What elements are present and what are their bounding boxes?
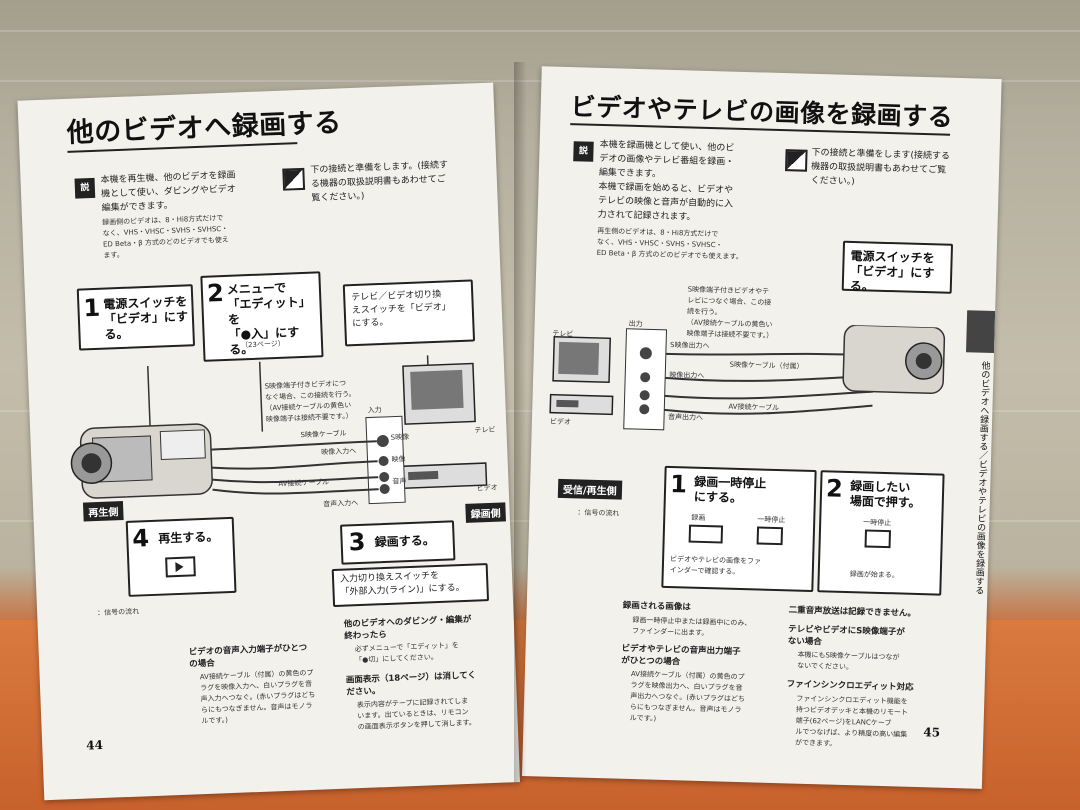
input-switch-callout: 入力切り換えスイッチを「外部入力(ライン)」にする。: [331, 563, 490, 608]
s-video-cable: [210, 440, 377, 451]
note-4-title: テレビやビデオにS映像端子がない場合: [787, 624, 905, 648]
note-5-body: ファインシンクロエディット機能を持つビデオデッキと本機のリモート端子(62ページ…: [794, 694, 909, 748]
note-3-title: 二重音声放送は記録できません。: [788, 605, 917, 619]
step2-leader: [258, 361, 264, 432]
page-number-left: 44: [86, 737, 104, 753]
connection-diagram: [549, 324, 946, 431]
step-2-box: 2 録画したい場面で押す。 一時停止 録画が始まる。: [817, 470, 945, 596]
note-3-title: 画面表示（18ページ）は消してください。: [345, 670, 477, 698]
audio-jack-l: [379, 471, 390, 482]
step-3-box: 3 録画する。: [339, 520, 456, 565]
left-page: 他のビデオへ録画する 説 本機を再生機、他のビデオを録画機として使い、ダビングや…: [17, 82, 521, 801]
video-in-label: 映像入力へ: [321, 447, 357, 457]
note-2-title: ビデオやテレビの音声出力端子がひとつの場合: [621, 643, 741, 668]
step-4-box: 4 再生する。: [125, 516, 237, 597]
tv-illustration: [402, 362, 476, 425]
section-tab: [966, 310, 996, 354]
audio-out-label: 音声出力へ: [667, 412, 704, 422]
s-cable-note: S映像端子付きビデオやテレビにつなぐ場合、この接続を行う。（AV接続ケーブルの黄…: [686, 285, 774, 340]
video-out-label: 映像出力へ: [669, 370, 705, 380]
av-cable-label: AV接続ケーブル: [278, 478, 330, 489]
note-1-title: 録画される画像は: [622, 600, 691, 613]
av-cable-label: AV接続ケーブル: [728, 402, 780, 413]
intro-small-text: 録画側のビデオは、8・Hi8方式だけでなく、VHS・VHSC・SVHS・SVHS…: [102, 213, 229, 260]
video-jack: [378, 456, 389, 467]
note-1-body: 録画一時停止中または録画中にのみ、ファインダーに出ます。: [631, 616, 752, 638]
s-video-label: S映像: [390, 433, 410, 442]
signal-legend: ：信号の流れ: [577, 508, 620, 518]
tv-label: テレビ: [474, 425, 496, 435]
play-button-icon: [165, 556, 196, 578]
record-side-tag: 録画側: [465, 502, 506, 523]
step-1-box: 1 電源スイッチを「ビデオ」にする。: [76, 284, 196, 351]
rec-button-icon: [688, 524, 724, 544]
power-switch-callout: 電源スイッチを「ビデオ」にする。: [841, 240, 954, 294]
tv-switch-callout: テレビ／ビデオ切り換えスイッチを「ビデオ」にする。: [342, 279, 476, 347]
tv-label: テレビ: [552, 329, 574, 339]
vcr-illustration: [399, 462, 488, 490]
step1-leader: [147, 365, 151, 426]
right-page: ビデオやテレビの画像を録画する 説 本機を録画機として使い、他のビデオの画像やテ…: [522, 66, 1002, 789]
connection-diagram: [70, 355, 488, 505]
note-5-title: ファインシンクロエディット対応: [786, 679, 914, 693]
receive-side-tag: 受信/再生側: [557, 478, 622, 500]
s-cable-label: S映像ケーブル: [300, 429, 347, 440]
vcr-illustration: [549, 393, 614, 416]
open-manual: 他のビデオへ録画する 説 本機を再生機、他のビデオを録画機として使い、ダビングや…: [17, 62, 1002, 801]
s-out-label: S映像出力へ: [669, 340, 710, 351]
audio-in-label: 音声入力へ: [323, 499, 359, 509]
camcorder-illustration: [70, 423, 213, 499]
note-3-body: 表示内容がテープに記録されてしまいます。出ているときは、リモコンの画面表示ボタン…: [356, 696, 476, 732]
book-gutter: [514, 62, 530, 782]
note-1-title: ビデオの音声入力端子がひとつの場合: [188, 643, 308, 670]
prep-text: 下の接続と準備をします(接続する機器の取扱説明書もあわせてご覧ください。): [810, 147, 951, 188]
page-title: 他のビデオへ録画する: [66, 107, 343, 149]
s-video-jack: [376, 435, 389, 448]
s-cable-note: S映像端子付きビデオにつなぐ場合、この接続を行う。（AV接続ケーブルの黄色い映像…: [264, 379, 356, 424]
step-1-box: 1 録画一時停止にする。 録画 一時停止 ビデオやテレビの画像をファインダーで確…: [661, 465, 817, 593]
vcr-label: ビデオ: [476, 483, 498, 493]
s-cable-label: S映像ケーブル（付属）: [729, 360, 804, 371]
tv-illustration: [552, 335, 612, 384]
note-1-body: AV接続ケーブル（付属）の黄色のプラグを映像入力へ、白いプラグを音声入力へつなぐ…: [199, 668, 316, 726]
signal-legend: ：信号の流れ: [97, 607, 140, 618]
av-cable-audio-r: [212, 488, 379, 495]
video-label: 映像: [391, 455, 406, 464]
camcorder-illustration: [842, 324, 946, 395]
audio-jack-r: [379, 483, 390, 494]
prep-icon: [282, 167, 306, 191]
av-cable-video: [211, 460, 378, 470]
pause-button-icon: [756, 526, 784, 546]
section-side-label: 他のビデオへ録画する／ビデオやテレビの画像を録画する: [973, 360, 990, 595]
note-icon: 説: [573, 141, 594, 162]
step-2-box: 2 メニューで「エディット」を「●入」にする。 （23ページ）: [200, 271, 324, 362]
intro-text: 本機を録画機として使い、他のビデオの画像やテレビ番組を録画・編集できます。本機で…: [597, 139, 735, 223]
pause-button-icon: [864, 529, 892, 549]
note-4-body: 本機にもS映像ケーブルはつながないでください。: [797, 650, 900, 672]
prep-text: 下の接続と準備をします。(接続する機器の取扱説明書もあわせてご覧ください。): [310, 160, 449, 204]
output-label: 出力: [628, 319, 643, 329]
input-label: 入力: [367, 406, 382, 415]
note-icon: 説: [74, 177, 96, 199]
playback-side-tag: 再生側: [82, 501, 124, 522]
intro-text: 本機を再生機、他のビデオを録画機として使い、ダビングやビデオ編集ができます。: [100, 170, 236, 214]
note-2-body: AV接続ケーブル（付属）の黄色のプラグを映像出力へ、白いプラグを音声出力へつなぐ…: [629, 670, 746, 723]
vcr-label: ビデオ: [549, 417, 572, 427]
page-number-right: 45: [923, 725, 941, 740]
note-2-body: 必ずメニューで「エディット」を「●切」にしてください。: [354, 641, 459, 665]
note-2-title: 他のビデオへのダビング・編集が終わったら: [343, 614, 472, 642]
audio-label: 音声: [392, 477, 407, 486]
av-cable-audio-l: [212, 476, 379, 484]
page-title: ビデオやテレビの画像を録画する: [570, 92, 954, 132]
prep-icon: [784, 149, 808, 172]
intro-small-text: 再生側のビデオは、8・Hi8方式だけでなく、VHS・VHSC・SVHS・SVHS…: [596, 226, 743, 261]
